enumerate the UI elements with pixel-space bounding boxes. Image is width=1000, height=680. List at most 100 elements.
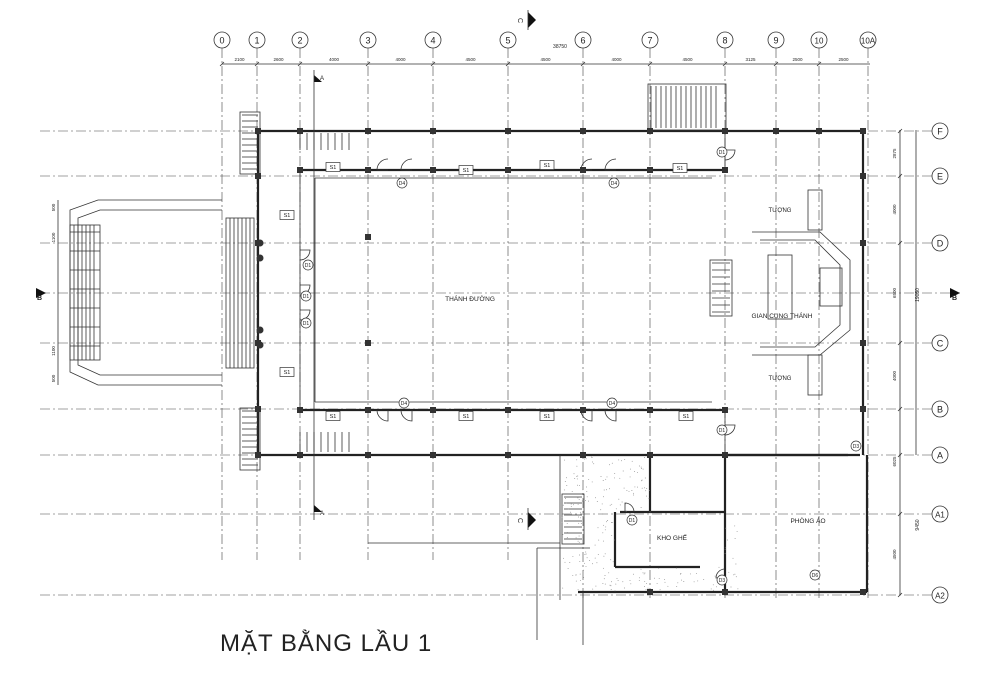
- hatch-dot: [644, 586, 645, 588]
- column: [580, 452, 586, 458]
- column: [647, 407, 653, 413]
- hatch-dot: [733, 574, 735, 576]
- column: [860, 240, 866, 246]
- hatch-dot: [679, 573, 681, 575]
- grid-bubble-col: [859, 31, 877, 49]
- hatch-dot: [566, 538, 568, 540]
- hatch-dot: [629, 476, 631, 478]
- hatch-dot: [611, 503, 613, 505]
- hatch-dot: [596, 501, 598, 502]
- hatch-dot: [592, 563, 594, 565]
- hatch-dot: [615, 583, 617, 585]
- hatch-dot: [596, 562, 598, 564]
- hatch-dot: [638, 577, 640, 579]
- hatch-dot: [579, 554, 581, 556]
- svg-text:B: B: [37, 295, 42, 302]
- grid-bubble-col: [716, 31, 734, 49]
- hatch-dot: [565, 477, 567, 479]
- svg-text:B: B: [952, 295, 957, 302]
- hatch-dot: [623, 587, 625, 589]
- tag-circle-d4: [608, 177, 620, 189]
- door-swing: [580, 158, 593, 171]
- hatch-dot: [618, 459, 620, 461]
- dim-text-top: 4000: [611, 57, 622, 62]
- dim-tick: [580, 61, 586, 67]
- hatch-dot: [577, 475, 579, 477]
- hatch-dot: [728, 571, 730, 573]
- hatch-dot: [600, 476, 602, 477]
- section-mark-a-bottom: A: [314, 505, 324, 517]
- hatch-dot: [630, 583, 632, 585]
- hatch-dot: [628, 490, 630, 492]
- hatch-dot: [582, 480, 584, 482]
- hatch-dot: [713, 589, 714, 591]
- tag-label-s1: S1: [677, 166, 684, 172]
- hatch-dot: [609, 504, 611, 506]
- hatch-dot: [594, 544, 596, 546]
- hatch-dot: [562, 533, 564, 535]
- tag-circle-d1: [716, 424, 728, 436]
- hatch-dot: [574, 478, 576, 480]
- hatch-dot: [602, 532, 604, 534]
- hatch-dot: [629, 580, 631, 582]
- hatch-dot: [646, 495, 648, 497]
- door-swing: [299, 309, 311, 321]
- tag-label-s1: S1: [463, 168, 470, 174]
- hatch-dot: [578, 535, 580, 537]
- hatch-dot: [561, 516, 563, 518]
- column: [430, 128, 436, 134]
- hatch-dot: [571, 490, 573, 492]
- hatch-dot: [586, 486, 587, 488]
- hatch-dot: [584, 562, 585, 564]
- grid-bubble-col: [424, 31, 442, 49]
- hatch-dot: [653, 577, 655, 579]
- hatch-dot: [562, 587, 564, 589]
- column: [647, 589, 653, 595]
- grid-bubble-col: [213, 31, 231, 49]
- room-label-statue-top: TƯỢNG: [769, 208, 792, 214]
- dim-text-top: 2500: [792, 57, 803, 62]
- tag-circle-d6: [809, 569, 821, 581]
- hatch-dot: [611, 522, 613, 523]
- hatch-dot: [570, 511, 572, 513]
- column: [365, 167, 371, 173]
- column: [365, 234, 371, 240]
- hatch-dot: [563, 557, 564, 559]
- hatch-dot: [727, 539, 729, 541]
- grid-bubble-col-label: 3: [365, 36, 370, 46]
- dim-text-right: 4000: [892, 370, 897, 381]
- hatch-dot: [586, 496, 588, 498]
- column-round: [256, 326, 264, 334]
- hatch-dot: [615, 508, 617, 510]
- courtyard-hatch: [561, 456, 739, 592]
- grid-bubble-row: [931, 586, 949, 604]
- hatch-dot: [585, 458, 587, 460]
- hatch-dot: [592, 588, 594, 590]
- dim-tick: [722, 61, 728, 67]
- hatch-dot: [565, 498, 566, 499]
- room-label-sanctuary: GIAN CUNG THÁNH: [752, 311, 813, 320]
- hatch-dot: [642, 468, 644, 470]
- hatch-dot: [667, 585, 669, 587]
- grid-bubble-col-label: 7: [647, 36, 652, 46]
- hatch-dot: [697, 580, 699, 582]
- grid-bubble-row: [931, 446, 949, 464]
- dim-tick: [254, 61, 260, 67]
- hatch-dot: [583, 458, 585, 460]
- hatch-dot: [644, 477, 646, 479]
- tag-circle-d1: [716, 146, 728, 158]
- tag-label-s1: S1: [544, 163, 551, 169]
- column: [773, 128, 779, 134]
- hatch-dot: [602, 540, 604, 542]
- dim-text-top: 4500: [465, 57, 476, 62]
- tag-label-d1: D1: [305, 263, 312, 269]
- tag-label-d1: D1: [303, 321, 310, 327]
- hatch-dot: [735, 563, 737, 565]
- hatch-dot: [634, 471, 636, 473]
- hatch-dot: [577, 497, 579, 499]
- hatch-dot: [656, 582, 658, 584]
- section-mark-c-top: C: [516, 10, 536, 30]
- hatch-dot: [589, 560, 591, 562]
- column: [647, 452, 653, 458]
